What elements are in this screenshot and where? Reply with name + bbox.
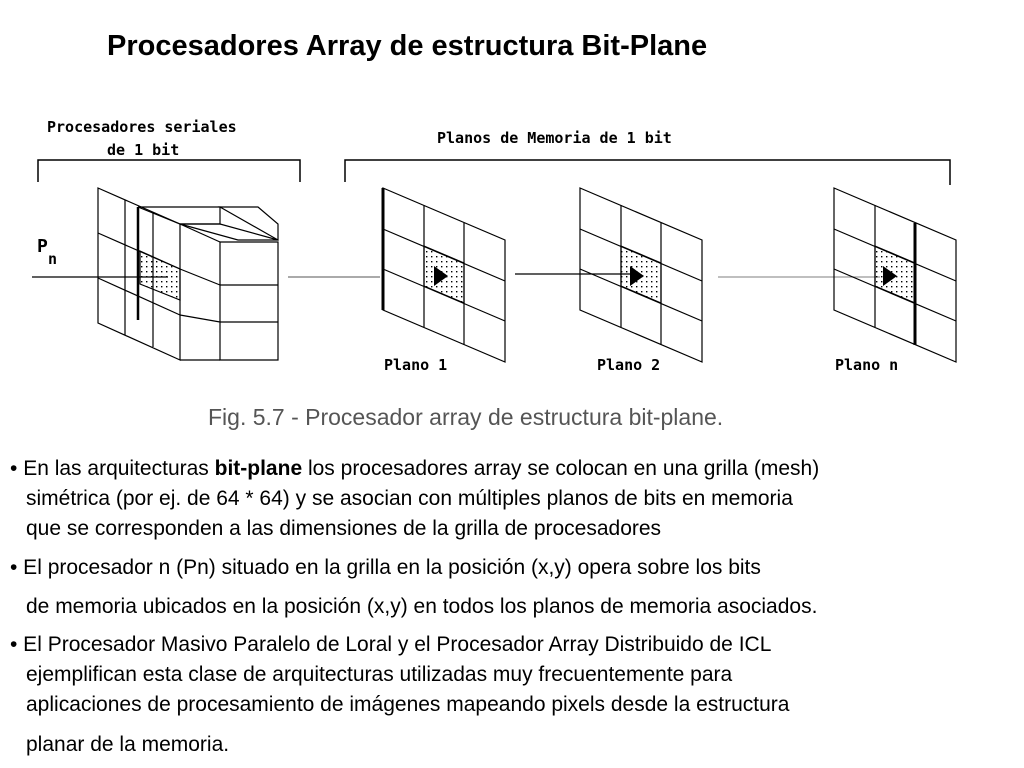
bullet-2-line-2: de memoria ubicados en la posición (x,y)…: [26, 595, 818, 618]
plane-label-2: Plano 2: [597, 356, 660, 374]
bullet-3-line-3: aplicaciones de procesamiento de imágene…: [26, 693, 790, 716]
bullet-1-line-3: que se corresponden a las dimensiones de…: [26, 517, 662, 540]
processor-cell-highlight: [139, 250, 181, 301]
processor-cube: [97, 187, 279, 361]
bullet-3-line-2: ejemplifican esta clase de arquitecturas…: [26, 663, 733, 686]
bullet-1-line-1: • En las arquitecturas bit-plane los pro…: [10, 454, 1010, 484]
bullet-3: • El Procesador Masivo Paralelo de Loral…: [10, 630, 1010, 760]
bullet-marker: •: [10, 457, 18, 480]
bit-plane-diagram: Procesadores seriales de 1 bit Planos de…: [32, 118, 957, 374]
bullet-2: • El procesador n (Pn) situado en la gri…: [10, 553, 1010, 622]
memory-plane-n: [833, 187, 957, 363]
slide-title: Procesadores Array de estructura Bit-Pla…: [107, 30, 708, 62]
bullet-1-line-2: simétrica (por ej. de 64 * 64) y se asoc…: [26, 487, 793, 510]
processor-label: P n: [37, 236, 57, 268]
plane-label-n: Plano n: [835, 356, 898, 374]
bullet-1-text-post: los procesadores array se colocan en una…: [302, 457, 820, 480]
processor-label-main: P: [37, 236, 48, 257]
bullet-3-line-4: planar de la memoria.: [26, 733, 230, 756]
bullet-3-line-1: • El Procesador Masivo Paralelo de Loral…: [10, 633, 772, 656]
plane-label-1: Plano 1: [384, 356, 447, 374]
processor-label-sub: n: [48, 250, 57, 268]
bullet-1: • En las arquitecturas bit-plane los pro…: [10, 454, 1010, 544]
memory-plane-1: [381, 187, 506, 363]
label-memory-planes: Planos de Memoria de 1 bit: [437, 129, 672, 147]
memory-plane-2: [579, 187, 703, 363]
bullet-2-line-1: • El procesador n (Pn) situado en la gri…: [10, 556, 761, 579]
memory-bracket: [344, 159, 951, 185]
bullet-1-text-pre: En las arquitecturas: [17, 457, 215, 480]
figure-caption: Fig. 5.7 - Procesador array de estructur…: [208, 404, 724, 430]
processors-bracket: [37, 159, 301, 182]
label-processors-line1: Procesadores seriales: [47, 118, 237, 136]
bullet-1-bold-term: bit-plane: [214, 457, 303, 480]
label-processors-line2: de 1 bit: [107, 141, 179, 159]
plane-n-cell: [874, 245, 916, 304]
